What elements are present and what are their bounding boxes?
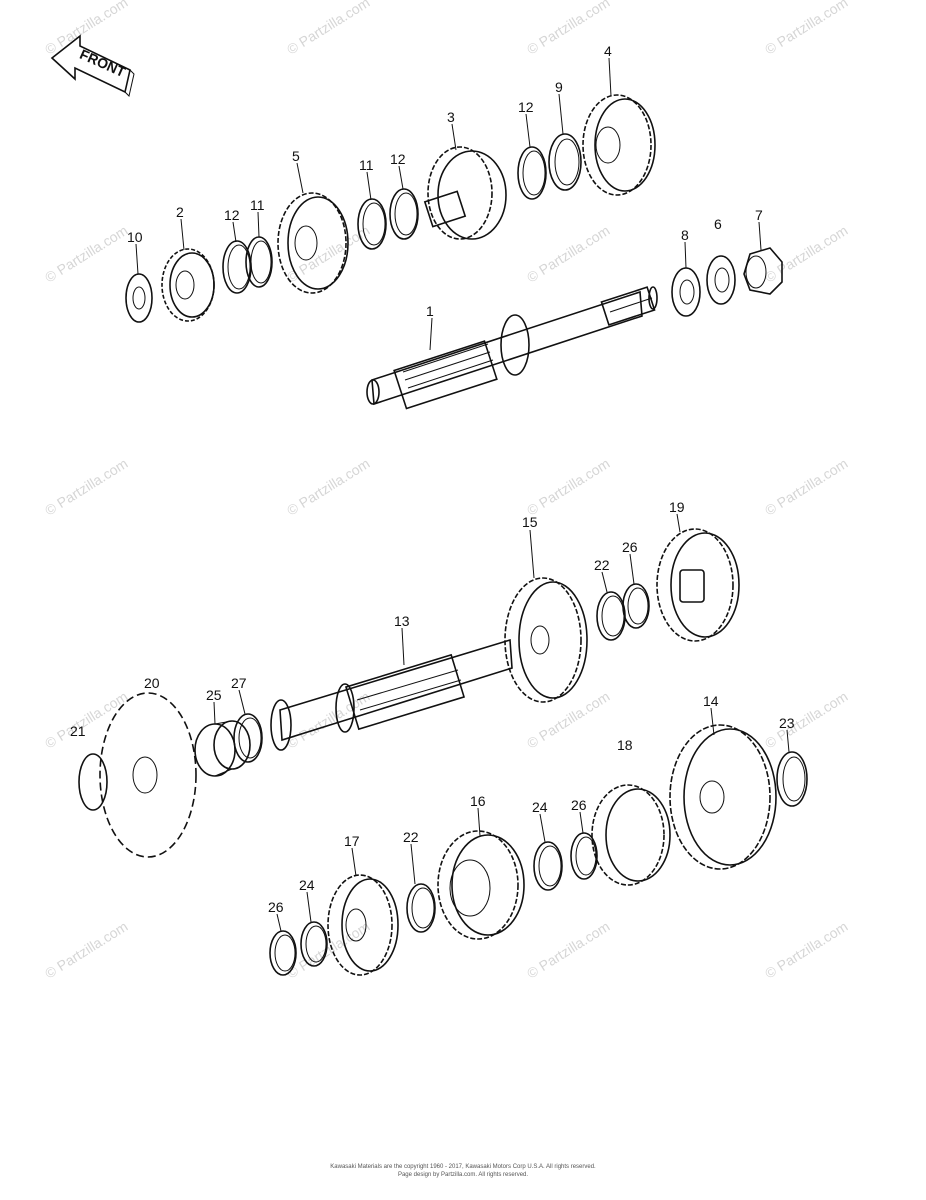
part-4-gear[interactable] xyxy=(582,94,656,196)
part-22-circlip[interactable] xyxy=(406,883,436,933)
part-18-gear[interactable] xyxy=(591,784,671,886)
part-17-gear[interactable] xyxy=(327,874,399,976)
copyright-footer-secondary: Page design by Partzilla.com. All rights… xyxy=(397,1172,529,1178)
part-label: 4 xyxy=(604,43,612,59)
part-14-gear[interactable] xyxy=(669,724,777,870)
part-label: 6 xyxy=(714,216,722,232)
leader-lines xyxy=(135,57,790,932)
part-label: 16 xyxy=(470,793,486,809)
part-label: 19 xyxy=(669,499,685,515)
part-12-circlip[interactable] xyxy=(389,188,419,240)
part-label: 26 xyxy=(571,797,587,813)
part-label: 27 xyxy=(231,675,247,691)
part-number-labels: 1 2 3 4 5 6 7 8 9 10 11 11 12 12 12 13 1… xyxy=(70,43,795,915)
front-arrow-label: FRONT xyxy=(77,46,128,80)
part-11-washer[interactable] xyxy=(357,198,387,250)
part-label: 26 xyxy=(268,899,284,915)
part-label: 14 xyxy=(703,693,719,709)
part-label: 1 xyxy=(426,303,434,319)
part-15-gear[interactable] xyxy=(504,577,588,703)
part-label: 17 xyxy=(344,833,360,849)
part-label: 18 xyxy=(617,737,633,753)
part-label: 3 xyxy=(447,109,455,125)
part-3-gear[interactable] xyxy=(423,146,507,240)
part-6-washer[interactable] xyxy=(706,255,736,305)
part-20-sprocket[interactable] xyxy=(99,692,197,858)
part-label: 11 xyxy=(359,157,374,173)
copyright-footer: Kawasaki Materials are the copyright 196… xyxy=(330,1164,596,1170)
part-label: 26 xyxy=(622,539,638,555)
part-label: 12 xyxy=(224,207,240,223)
part-16-gear[interactable] xyxy=(437,830,525,940)
part-label: 22 xyxy=(594,557,610,573)
part-label: 7 xyxy=(755,207,763,223)
part-label: 23 xyxy=(779,715,795,731)
part-2-gear[interactable] xyxy=(161,248,215,322)
part-25-bushing[interactable] xyxy=(194,720,251,777)
part-23-washer[interactable] xyxy=(776,751,808,807)
part-label: 8 xyxy=(681,227,689,243)
part-label: 5 xyxy=(292,148,300,164)
part-label: 13 xyxy=(394,613,410,629)
part-24-washer[interactable] xyxy=(300,921,328,967)
part-label: 15 xyxy=(522,514,538,530)
part-22-circlip[interactable] xyxy=(596,591,626,641)
part-27-circlip[interactable] xyxy=(233,713,263,763)
part-12-circlip[interactable] xyxy=(517,146,547,200)
part-label: 21 xyxy=(70,723,86,739)
part-19-gear[interactable] xyxy=(656,528,740,642)
part-label: 25 xyxy=(206,687,222,703)
part-label: 22 xyxy=(403,829,419,845)
part-label: 11 xyxy=(250,197,265,213)
part-label: 12 xyxy=(390,151,406,167)
part-label: 20 xyxy=(144,675,160,691)
part-5-gear[interactable] xyxy=(277,192,349,294)
part-26-circlip[interactable] xyxy=(622,583,650,629)
part-9-washer[interactable] xyxy=(548,133,582,191)
front-arrow: FRONT xyxy=(50,34,135,97)
part-26-circlip[interactable] xyxy=(269,930,297,976)
part-label: 2 xyxy=(176,204,184,220)
part-26-circlip[interactable] xyxy=(570,832,598,880)
part-label: 10 xyxy=(127,229,143,245)
part-10-washer[interactable] xyxy=(125,273,153,323)
part-label: 9 xyxy=(555,79,563,95)
part-label: 24 xyxy=(299,877,315,893)
part-label: 12 xyxy=(518,99,534,115)
part-label: 24 xyxy=(532,799,548,815)
part-8-lock-washer[interactable] xyxy=(671,267,701,317)
part-1-drive-shaft[interactable] xyxy=(366,286,658,410)
part-24-washer[interactable] xyxy=(533,841,563,891)
part-7-nut[interactable] xyxy=(743,247,783,295)
part-21-circlip[interactable] xyxy=(78,753,108,811)
part-13-output-shaft[interactable] xyxy=(270,638,513,751)
